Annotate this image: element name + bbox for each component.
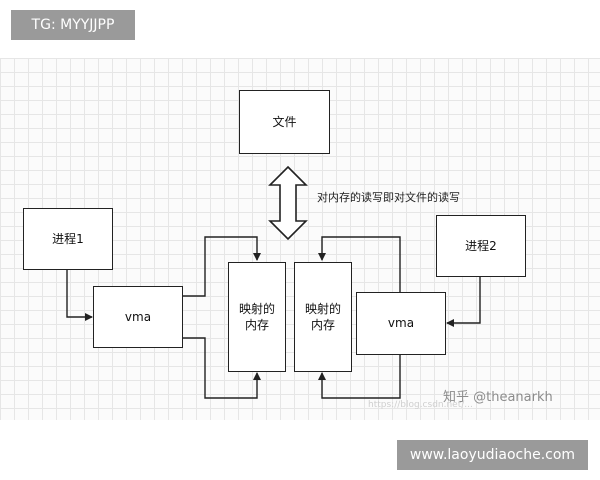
mapped-right-line1: 映射的	[304, 301, 341, 316]
top-left-tag: TG: MYYJJPP	[11, 10, 135, 40]
mapped-memory-left-box: 映射的 内存	[228, 262, 286, 372]
process2-box: 进程2	[436, 215, 526, 277]
connector-vma-left-mapped-top	[183, 236, 261, 297]
blog-watermark: https://blog.csdn.net/...	[368, 400, 473, 410]
mapping-note: 对内存的读写即对文件的读写	[317, 191, 460, 204]
connector-process1-vma	[66, 270, 93, 321]
connector-process2-vma	[446, 277, 481, 327]
mapped-left-line2: 内存	[244, 318, 269, 332]
process2-label: 进程2	[465, 238, 497, 253]
file-box: 文件	[239, 90, 330, 154]
process1-box: 进程1	[23, 208, 113, 270]
process1-label: 进程1	[52, 231, 84, 246]
vma-left-box: vma	[93, 286, 183, 348]
mapped-right-line2: 内存	[310, 318, 335, 332]
file-box-label: 文件	[272, 114, 297, 129]
vma-left-label: vma	[124, 309, 152, 324]
double-arrow	[268, 165, 308, 241]
bottom-right-url-tag: www.laoyudiaoche.com	[397, 440, 588, 470]
zhihu-watermark: 知乎 @theanarkh	[443, 390, 553, 405]
connector-vma-right-mapped-top	[318, 236, 401, 292]
vma-right-label: vma	[387, 316, 415, 331]
mapped-memory-right-box: 映射的 内存	[294, 262, 352, 372]
connector-vma-left-mapped-bottom	[183, 337, 261, 399]
vma-right-box: vma	[356, 292, 446, 355]
mapped-left-line1: 映射的	[238, 301, 275, 316]
connector-vma-right-mapped-bottom	[318, 355, 401, 399]
